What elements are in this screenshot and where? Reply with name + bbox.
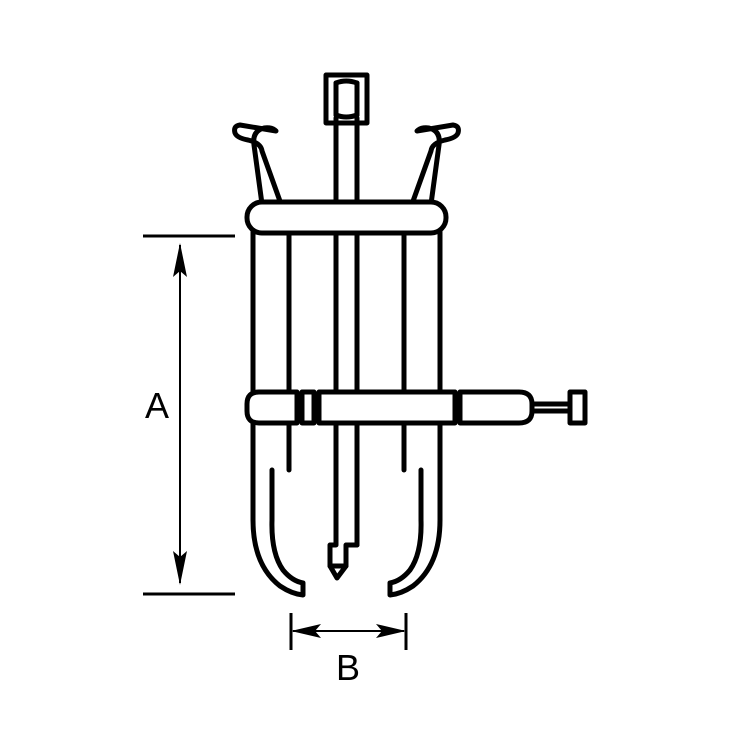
spindle-shaft (333, 115, 360, 548)
dimension-b-arrow-left (291, 624, 321, 638)
dimension-a-label: A (145, 385, 169, 426)
dimension-b: B (289, 613, 408, 688)
right-hook-jaw (409, 122, 461, 207)
upper-cross-beam (244, 199, 449, 236)
dimension-a-arrow-bottom (173, 551, 187, 585)
lower-cross-beam (244, 389, 458, 426)
right-tie-bars (401, 228, 443, 473)
left-hook-jaw (232, 122, 284, 207)
dimension-a: A (143, 234, 235, 596)
left-leg (250, 467, 306, 598)
puller-assembly (232, 72, 588, 598)
dimension-b-label: B (336, 647, 360, 688)
right-leg (387, 467, 443, 598)
side-rod-handle (567, 389, 588, 426)
dimension-a-arrow-top (173, 243, 187, 277)
spindle-tip (327, 542, 360, 581)
dimension-b-arrow-right (376, 624, 406, 638)
side-rod (457, 389, 573, 426)
spindle-head (323, 72, 370, 126)
left-tie-bars (250, 228, 292, 473)
